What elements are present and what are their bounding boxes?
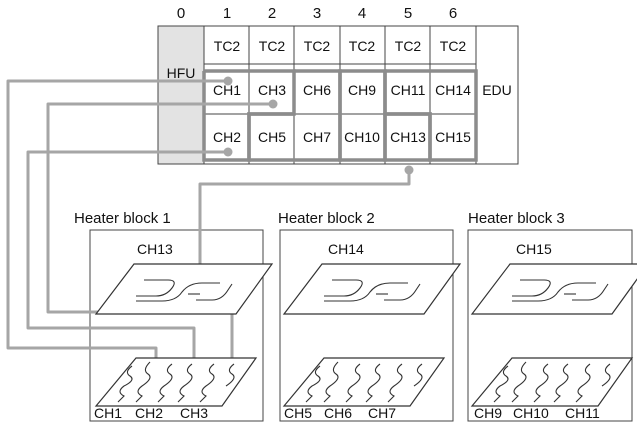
heater-block-title: Heater block 3 [468, 210, 565, 227]
heater-block-title: Heater block 2 [278, 210, 375, 227]
tc-cell: TC2 [349, 38, 376, 54]
channel-cell: CH1 [213, 82, 241, 98]
tc-cell: TC2 [214, 38, 241, 54]
top-pad-label: CH14 [328, 241, 364, 257]
terminal-dot [268, 99, 278, 109]
channel-cell: CH9 [348, 82, 376, 98]
channel-group-borders [202, 69, 478, 162]
wire-ch1 [6, 79, 228, 362]
column-number: 0 [177, 5, 185, 22]
top-pad-label: CH13 [137, 241, 173, 257]
tc-cell: TC2 [440, 38, 467, 54]
terminal-dot [404, 165, 414, 175]
channel-cell: CH11 [391, 82, 426, 98]
group-block-2 [247, 69, 342, 162]
tc-cell: TC2 [259, 38, 286, 54]
channel-cell: CH10 [344, 129, 380, 145]
wire-ch2 [26, 150, 228, 362]
group-block-5 [383, 112, 432, 162]
channel-row-b: CH2 CH5 CH7 CH10 CH13 CH15 [213, 129, 471, 145]
channel-cell: CH6 [303, 82, 331, 98]
column-number: 2 [268, 5, 276, 22]
bottom-pad-label: CH3 [180, 405, 208, 421]
channel-cell: CH7 [303, 129, 331, 145]
column-numbers: 0 1 2 3 4 5 6 [177, 5, 457, 22]
tc-cell: TC2 [395, 38, 422, 54]
column-number: 1 [223, 5, 231, 22]
channel-cell: CH3 [258, 82, 286, 98]
terminal-dot [223, 147, 233, 157]
bottom-pad-label: CH5 [284, 405, 312, 421]
tc-row: TC2 TC2 TC2 TC2 TC2 TC2 [214, 38, 467, 54]
column-number: 6 [449, 5, 457, 22]
column-number: 5 [404, 5, 412, 22]
channel-cell: CH15 [435, 129, 471, 145]
bottom-pad-label: CH6 [324, 405, 352, 421]
wiring [6, 79, 411, 362]
channel-cell: CH14 [435, 82, 471, 98]
hfu-label: HFU [167, 65, 196, 81]
bottom-pad-label: CH11 [565, 405, 600, 421]
bottom-pad-label: CH9 [474, 405, 502, 421]
channel-cell: CH13 [390, 129, 426, 145]
edu-label: EDU [482, 82, 512, 98]
chassis-frame [157, 25, 519, 165]
bottom-pad-label: CH7 [368, 405, 396, 421]
column-number: 3 [313, 5, 321, 22]
bottom-pad-label: CH10 [513, 405, 549, 421]
wire-ch13 [198, 170, 411, 264]
channel-cell: CH2 [213, 129, 241, 145]
channel-row-a: CH1 CH3 CH6 CH9 CH11 CH14 [213, 82, 471, 98]
hfu-slot [157, 25, 205, 165]
channel-cell: CH5 [258, 129, 286, 145]
bottom-pad-label: CH1 [94, 405, 122, 421]
wire-terminals [223, 76, 414, 175]
terminal-dot [223, 76, 233, 86]
heater-block-title: Heater block 1 [74, 210, 171, 227]
column-number: 4 [358, 5, 366, 22]
bottom-pad-label: CH2 [135, 405, 163, 421]
top-pad-label: CH15 [516, 241, 552, 257]
chassis: HFU TC2 TC2 TC2 TC2 TC2 TC2 [157, 25, 519, 165]
wire-ch3 [46, 102, 273, 362]
tc-cell: TC2 [304, 38, 331, 54]
